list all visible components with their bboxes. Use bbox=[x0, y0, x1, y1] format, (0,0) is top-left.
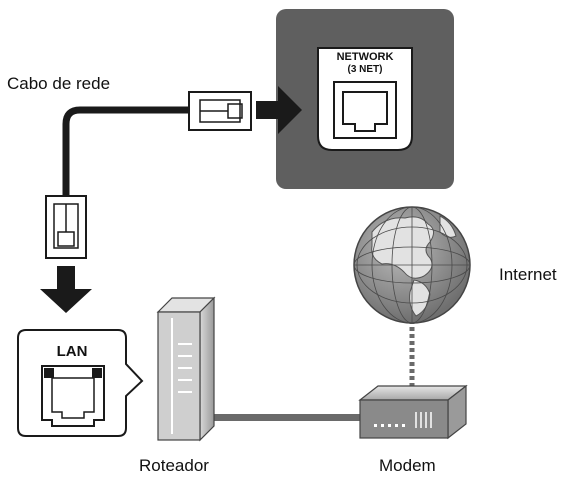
cable-label: Cabo de rede bbox=[7, 74, 111, 93]
ethernet-port-icon bbox=[333, 81, 397, 139]
network-port-sublabel: (3 NET) bbox=[348, 64, 383, 75]
router-icon bbox=[156, 296, 216, 442]
arrow-right-icon bbox=[256, 86, 302, 134]
network-cable bbox=[62, 106, 190, 196]
rj45-plug-icon bbox=[188, 91, 252, 131]
lan-label: LAN bbox=[57, 343, 88, 360]
router-label: Roteador bbox=[139, 456, 209, 475]
globe-icon bbox=[353, 206, 471, 324]
modem-icon bbox=[358, 384, 468, 440]
ethernet-port-icon bbox=[41, 365, 105, 427]
internet-label: Internet bbox=[499, 265, 557, 284]
modem-label: Modem bbox=[379, 456, 436, 475]
network-port-label: NETWORK bbox=[337, 51, 394, 63]
rj45-plug-icon bbox=[45, 195, 87, 259]
network-port: NETWORK (3 NET) bbox=[317, 47, 413, 151]
router-modem-cable bbox=[208, 414, 364, 421]
arrow-down-icon bbox=[40, 266, 92, 313]
lan-port-callout: LAN bbox=[17, 329, 144, 437]
